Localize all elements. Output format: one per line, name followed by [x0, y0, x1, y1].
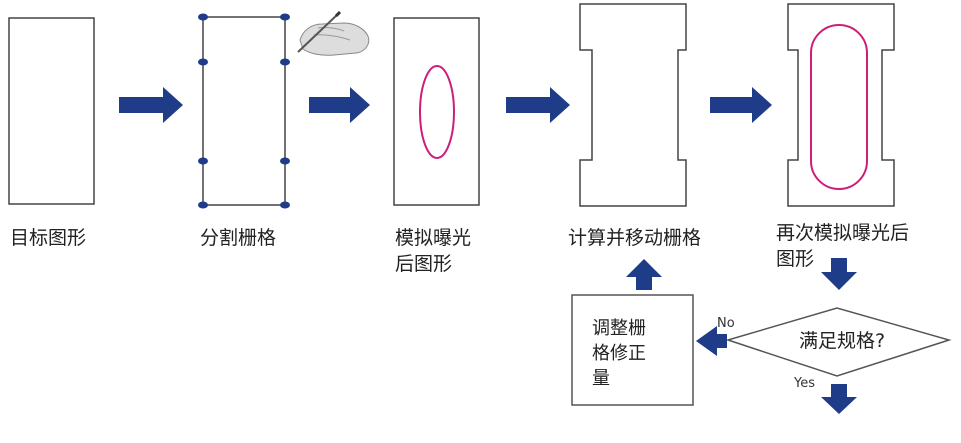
arrow-down-yes [821, 384, 857, 414]
adjust-box [571, 294, 694, 406]
label-compute: 计算并移动栅格 [568, 227, 702, 249]
arrow-up-loop [626, 259, 662, 290]
sim1-contour [419, 65, 455, 159]
label-split: 分割栅格 [200, 227, 277, 249]
label-sim1-line1: 模拟曝光 [395, 227, 472, 249]
label-target: 目标图形 [10, 227, 87, 249]
adjust-line1: 调整栅 [592, 318, 646, 339]
sim1-shape [393, 17, 480, 206]
label-no: No [717, 316, 735, 331]
sim2-contour [810, 24, 868, 190]
arrow-right-1 [119, 87, 183, 123]
label-yes: Yes [794, 376, 815, 391]
sim2-shape [787, 3, 895, 207]
arrow-left-no [696, 326, 727, 356]
arrow-right-4 [710, 87, 772, 123]
label-sim1-line2: 后图形 [395, 253, 453, 275]
adjust-line2: 格修正 [592, 343, 646, 364]
label-sim2-line1: 再次模拟曝光后 [776, 222, 910, 244]
label-sim2-line2: 图形 [776, 248, 815, 270]
fragment-nodes [198, 13, 290, 209]
decision-question: 满足规格? [799, 330, 886, 352]
adjust-line3: 量 [592, 368, 610, 389]
target-shape [8, 17, 95, 205]
pen-hand-icon [297, 10, 370, 56]
compute-shape [579, 3, 687, 207]
decision-diamond [725, 307, 952, 377]
arrow-down-1 [821, 258, 857, 290]
arrow-right-2 [309, 87, 370, 123]
arrow-right-3 [506, 87, 570, 123]
split-shape [202, 16, 286, 206]
